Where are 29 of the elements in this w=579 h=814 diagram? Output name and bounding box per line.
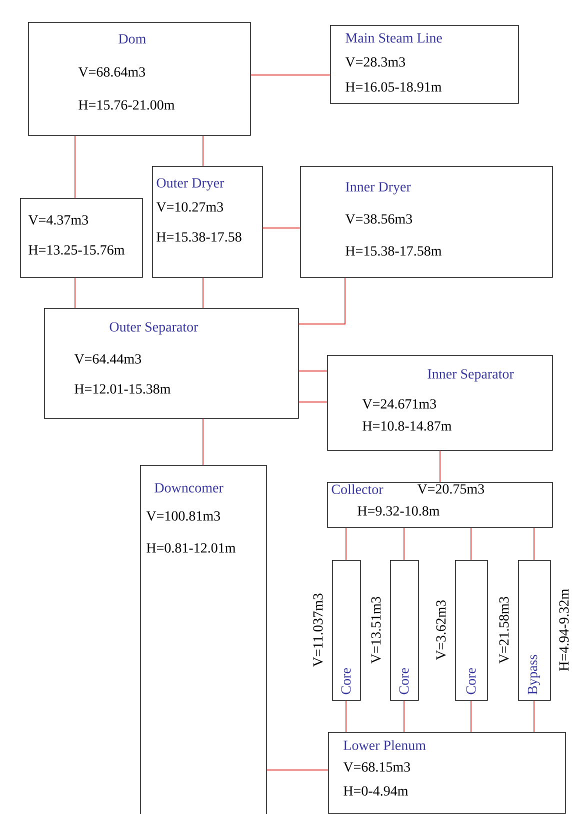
volume-box: Core (332, 560, 361, 701)
connector-line (250, 74, 330, 76)
connector-line (470, 527, 472, 560)
volume-box: Main Steam Line V=28.3m3 H=16.05-18.91m (330, 25, 519, 104)
volume-box: Bypass (518, 560, 551, 701)
volume-box: Outer Separator V=64.44m3 H=12.01-15.38m (44, 308, 299, 419)
connector-line (202, 135, 204, 166)
volume-label: V=21.58m3 (499, 596, 509, 664)
volume-box: V=4.37m3 H=13.25-15.76m (20, 198, 143, 278)
connector-line (298, 370, 328, 372)
volume-box: Core (455, 560, 488, 701)
volume-box: Collector V=20.75m3 H=9.32-10.8m (327, 482, 553, 528)
volume-box: Downcomer V=100.81m3 H=0.81-12.01m (140, 465, 267, 814)
connector-line (298, 277, 346, 324)
volume-label: V=13.51m3 (371, 596, 381, 664)
connector-line (74, 277, 76, 308)
volume-box: Lower Plenum V=68.15m3 H=0-4.94m (328, 732, 566, 814)
volume-box: Outer Dryer V=10.27m3 H=15.38-17.58 (152, 166, 263, 278)
volume-box: Core (390, 560, 419, 701)
connector-line (74, 135, 76, 198)
volume-box: Dom V=68.64m3 H=15.76-21.00m (28, 22, 251, 136)
volume-label: V=3.62m3 (436, 600, 446, 660)
volume-label: V=11.037m3 (313, 594, 323, 667)
connector-line (202, 418, 204, 466)
connector-line (470, 700, 472, 732)
volume-label: H=4.94-9.32m (559, 588, 569, 671)
volume-box: Inner Dryer V=38.56m3 H=15.38-17.58m (300, 166, 553, 278)
volume-box: Inner Separator V=24.671m3 H=10.8-14.87m (327, 355, 553, 451)
connector-line (202, 277, 204, 308)
